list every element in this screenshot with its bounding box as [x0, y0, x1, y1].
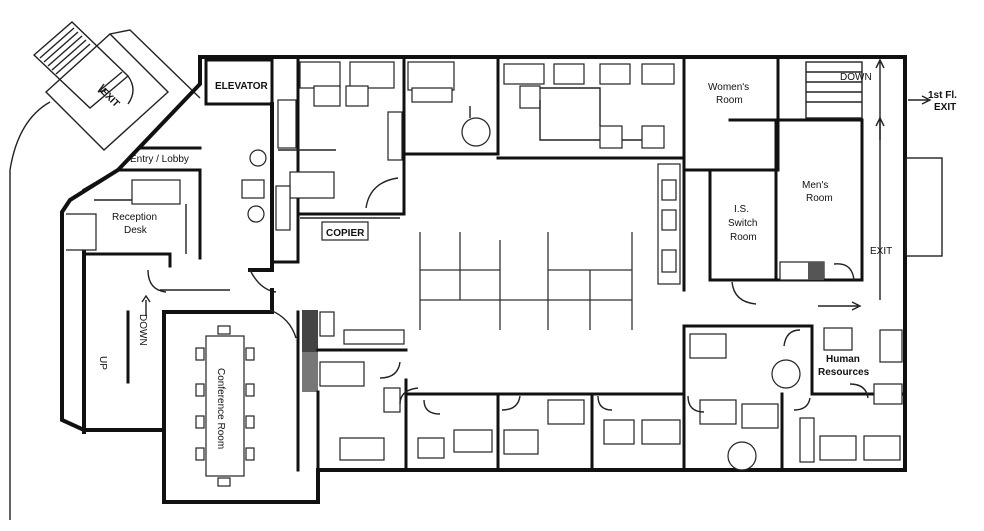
exit-corridor-label: EXIT	[870, 246, 892, 257]
utility-closet	[657, 163, 681, 285]
office-top-2	[402, 55, 500, 156]
up-left-label: UP	[97, 356, 108, 370]
stair-treads	[39, 27, 91, 75]
reception-label-line1: Reception	[112, 212, 157, 223]
womens-room-label-line2: Room	[716, 95, 743, 106]
left-stairwell: DOWN UP	[97, 294, 151, 384]
lobby-chair	[249, 149, 267, 167]
office-top-3	[496, 55, 686, 160]
first-floor-exit-line2: EXIT	[934, 102, 956, 113]
lobby-table	[241, 179, 265, 199]
is-switch-label-line3: Room	[730, 232, 757, 243]
hr-label-line2: Resources	[818, 367, 870, 378]
womens-room-label-line1: Women's	[708, 82, 749, 93]
entry-lobby: Entry / Lobby	[130, 102, 277, 293]
stair-top-right: DOWN EXIT	[805, 58, 892, 311]
mens-room-label-line2: Room	[806, 193, 833, 204]
right-middle-offices: Human Resources	[682, 324, 907, 405]
elevator-room: ELEVATOR	[204, 58, 274, 106]
conference-table	[205, 335, 245, 477]
reception-label-line2: Desk	[124, 225, 148, 236]
is-switch-label-line1: I.S.	[734, 204, 749, 215]
office-top-left: COPIER	[270, 55, 406, 264]
first-floor-exit-line1: 1st Fl.	[928, 90, 957, 101]
hatched-column	[302, 310, 408, 392]
down-left-label: DOWN	[137, 314, 148, 346]
open-office-cubicles	[419, 232, 633, 330]
conference-chairs	[195, 325, 255, 487]
conference-room: Conference Room	[162, 288, 300, 504]
misc-doors	[269, 309, 419, 405]
copier-label: COPIER	[326, 228, 365, 239]
mens-room-tile	[808, 262, 824, 280]
elevator-label: ELEVATOR	[215, 81, 269, 92]
is-switch-label-line2: Switch	[728, 218, 757, 229]
down-top-label: DOWN	[840, 72, 872, 83]
entry-lobby-label: Entry / Lobby	[130, 154, 189, 165]
is-switch-room: I.S. Switch Room	[708, 168, 778, 305]
reception-area: Reception Desk	[66, 168, 230, 293]
reception-desk-top	[131, 179, 181, 205]
exit-stairwell: EXIT	[9, 21, 201, 520]
bottom-offices	[316, 361, 901, 472]
hr-label-line1: Human	[826, 354, 860, 365]
womens-room: Women's Room	[682, 55, 782, 292]
lobby-chair	[247, 205, 265, 223]
first-floor-exit: 1st Fl. EXIT	[905, 90, 957, 257]
conference-label: Conference Room	[215, 368, 226, 449]
copier	[321, 221, 369, 241]
mens-room-label-line1: Men's	[802, 180, 828, 191]
mens-room: Men's Room	[774, 118, 864, 282]
